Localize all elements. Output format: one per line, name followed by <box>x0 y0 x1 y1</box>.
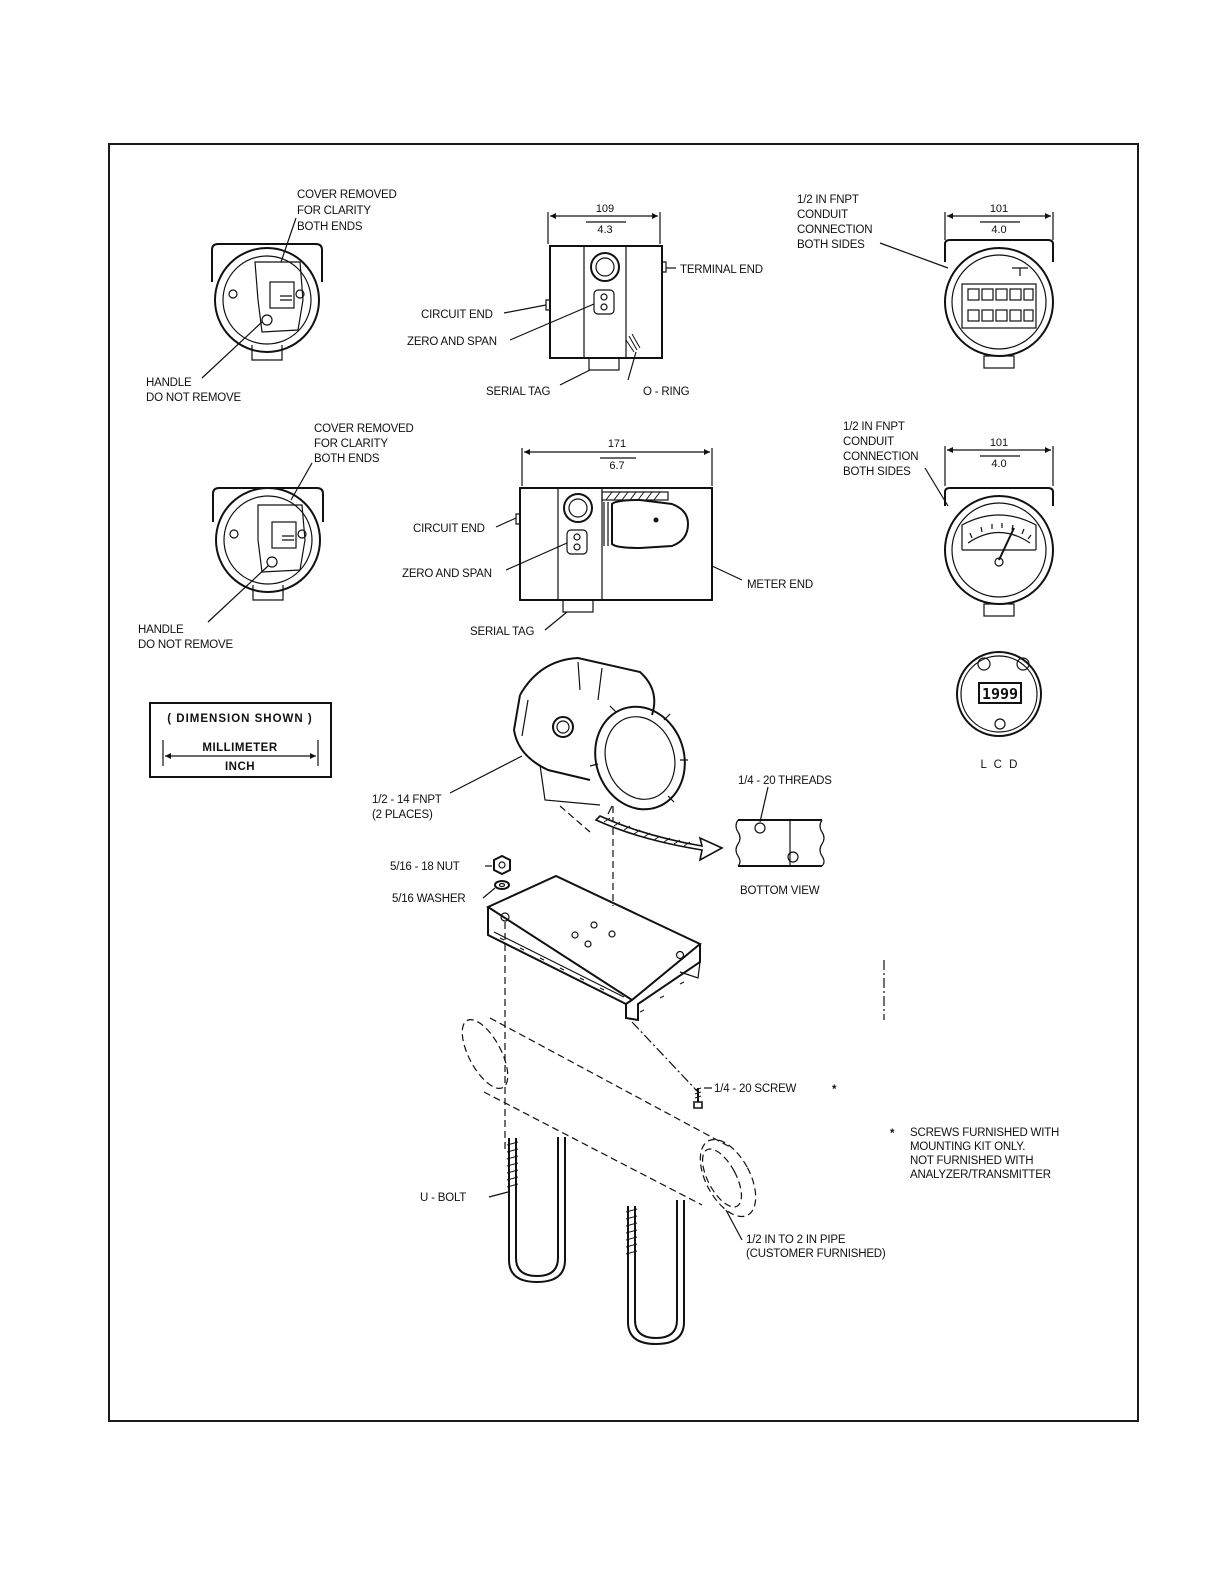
label-line: BOTH ENDS <box>314 453 380 465</box>
u-bolts <box>506 1137 685 1346</box>
side-view-housing-1 <box>545 245 667 371</box>
dim-meter-housing-mm: 171 <box>608 438 626 450</box>
label-line: (2 PLACES) <box>372 809 433 821</box>
dim-top-right-in: 4.0 <box>991 224 1006 236</box>
label-serial-tag-1: SERIAL TAG <box>486 386 551 398</box>
meter-front-view <box>944 487 1054 617</box>
label-line: 1/2 IN TO 2 IN PIPE <box>746 1234 846 1246</box>
label-lcd: L C D <box>981 759 1020 771</box>
note-asterisk: * <box>890 1128 895 1140</box>
label-fnpt-14: 1/2 - 14 FNPT (2 PLACES) <box>372 794 442 821</box>
label-handle-2: HANDLE DO NOT REMOVE <box>138 624 234 651</box>
label-line: DO NOT REMOVE <box>146 392 241 404</box>
dim-meter-right-in: 4.0 <box>991 458 1006 470</box>
label-terminal-end: TERMINAL END <box>680 264 763 276</box>
dim-top-housing-in: 4.3 <box>597 224 612 236</box>
legend-title: ( DIMENSION SHOWN ) <box>167 713 313 725</box>
label-note: * SCREWS FURNISHED WITH MOUNTING KIT ONL… <box>890 1127 1059 1181</box>
label-meter-end: METER END <box>747 579 813 591</box>
label-line: HANDLE <box>138 624 184 636</box>
label-line: BOTH SIDES <box>843 466 911 478</box>
dim-top-housing-mm: 109 <box>596 203 614 215</box>
label-serial-tag-2: SERIAL TAG <box>470 626 535 638</box>
mounting-bracket <box>485 874 702 1022</box>
label-screw-asterisk: * <box>832 1084 837 1096</box>
label-cover-removed-1: COVER REMOVED FOR CLARITY BOTH ENDS <box>297 189 397 233</box>
label-circuit-end-1: CIRCUIT END <box>421 309 493 321</box>
label-line: BOTH SIDES <box>797 239 865 251</box>
label-line: DO NOT REMOVE <box>138 639 233 651</box>
dim-meter-right-mm: 101 <box>990 437 1008 449</box>
drawing-frame <box>108 143 1139 1422</box>
label-line: BOTH ENDS <box>297 221 363 233</box>
nut-and-washer <box>493 854 511 890</box>
pipe <box>461 1017 757 1218</box>
lcd-view <box>956 651 1042 737</box>
dimension-legend <box>149 702 332 778</box>
dim-meter-housing-in: 6.7 <box>609 460 624 472</box>
label-cover-removed-2: COVER REMOVED FOR CLARITY BOTH ENDS <box>314 423 414 465</box>
bottom-view <box>735 819 825 867</box>
isometric-housing <box>512 656 688 815</box>
legend-inch: INCH <box>225 761 255 773</box>
label-u-bolt: U - BOLT <box>420 1192 466 1204</box>
label-zero-span-1: ZERO AND SPAN <box>407 336 497 348</box>
legend-millimeter: MILLIMETER <box>202 742 277 754</box>
label-line: FOR CLARITY <box>297 205 371 217</box>
label-line: 1/2 - 14 FNPT <box>372 794 442 806</box>
label-line: 1/2 IN FNPT <box>843 421 905 433</box>
label-line: (CUSTOMER FURNISHED) <box>746 1248 886 1260</box>
label-line: FOR CLARITY <box>314 438 388 450</box>
label-line: CONDUIT <box>797 209 848 221</box>
label-line: CONDUIT <box>843 436 894 448</box>
label-line: CONNECTION <box>797 224 872 236</box>
dim-top-right-mm: 101 <box>990 203 1008 215</box>
label-bottom-view: BOTTOM VIEW <box>740 885 820 897</box>
label-nut: 5/16 - 18 NUT <box>390 861 460 873</box>
label-line: MOUNTING KIT ONLY. <box>910 1141 1025 1153</box>
label-line: COVER REMOVED <box>314 423 414 435</box>
lcd-readout: 1999 <box>982 685 1018 703</box>
label-handle-1: HANDLE DO NOT REMOVE <box>146 377 242 404</box>
bottom-view-arrow <box>594 815 724 862</box>
label-pipe: 1/2 IN TO 2 IN PIPE (CUSTOMER FURNISHED) <box>746 1234 886 1260</box>
label-threads: 1/4 - 20 THREADS <box>738 775 832 787</box>
label-zero-span-2: ZERO AND SPAN <box>402 568 492 580</box>
label-washer: 5/16 WASHER <box>392 893 465 905</box>
label-conduit-1: 1/2 IN FNPT CONDUIT CONNECTION BOTH SIDE… <box>797 194 873 251</box>
label-line: COVER REMOVED <box>297 189 397 201</box>
label-circuit-end-2: CIRCUIT END <box>413 523 485 535</box>
label-line: CONNECTION <box>843 451 918 463</box>
front-view-housing-2 <box>212 487 324 601</box>
terminal-front-view <box>944 239 1054 369</box>
label-line: 1/2 IN FNPT <box>797 194 859 206</box>
screw <box>693 1087 703 1109</box>
label-line: HANDLE <box>146 377 192 389</box>
label-conduit-2: 1/2 IN FNPT CONDUIT CONNECTION BOTH SIDE… <box>843 421 919 478</box>
label-line: ANALYZER/TRANSMITTER <box>910 1169 1051 1181</box>
label-screw: 1/4 - 20 SCREW <box>714 1083 797 1095</box>
side-view-housing-meter <box>515 487 713 613</box>
label-o-ring: O - RING <box>643 386 690 398</box>
label-line: NOT FURNISHED WITH <box>910 1155 1033 1167</box>
front-view-housing-1 <box>211 243 323 361</box>
label-line: SCREWS FURNISHED WITH <box>910 1127 1059 1139</box>
